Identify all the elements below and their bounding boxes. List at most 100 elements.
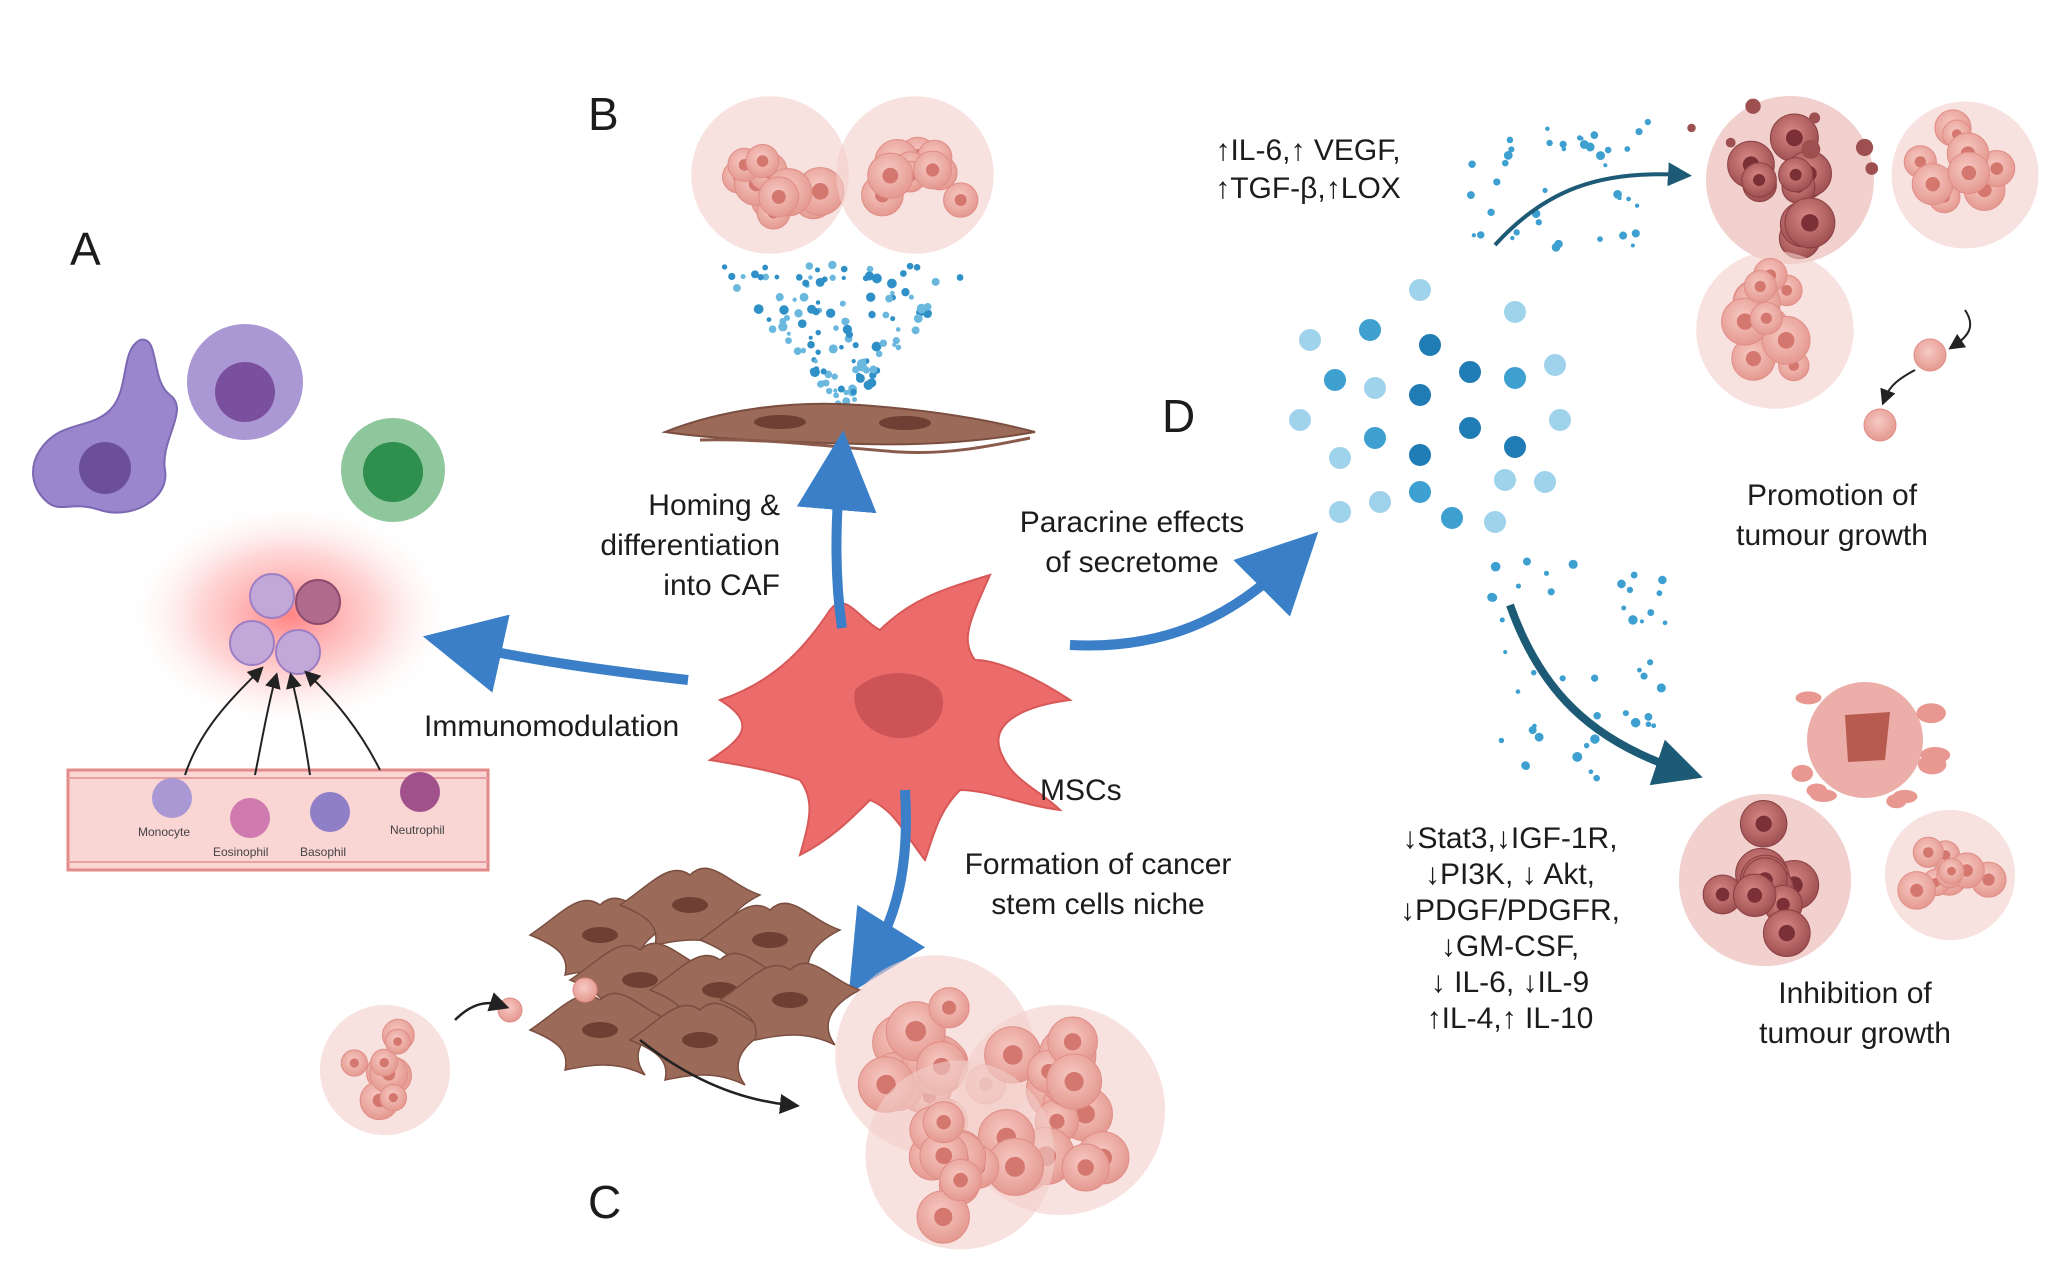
inhibition-particle (1647, 659, 1654, 666)
promotion-particle (1510, 235, 1515, 241)
promotion-particle (1630, 243, 1635, 248)
inflammation-glow (125, 500, 455, 730)
promotion-particle (1619, 231, 1628, 240)
particle (892, 342, 897, 347)
particle (794, 309, 803, 318)
secretome-molecule (1287, 407, 1313, 433)
promotion-particle (1635, 128, 1643, 136)
particle (778, 322, 788, 332)
inhibition-particle (1651, 723, 1657, 729)
vessel-label-monocyte: Monocyte (138, 825, 190, 839)
caf-cell (628, 1002, 772, 1086)
secretome-molecule (1407, 479, 1433, 505)
particle (820, 368, 827, 375)
inhibition-factors-line-5: ↓ IL-6, ↓IL-9 (1431, 966, 1589, 999)
particle (751, 270, 759, 279)
niche-label-line-2: stem cells niche (991, 888, 1204, 921)
recruited-cells-cluster (229, 573, 341, 675)
promotion-particle (1613, 190, 1622, 199)
promotion-tumor-bottom (1696, 251, 1854, 409)
tumor-cluster-left (691, 96, 849, 254)
promotion-tumor-right (1891, 101, 2039, 249)
secretome-molecule (1492, 467, 1518, 493)
debris (1725, 137, 1736, 148)
niche-label-line-1: Formation of cancer (965, 848, 1232, 881)
immunomodulation-label: Immunomodulation (424, 710, 679, 743)
particle (762, 273, 770, 281)
particle (821, 276, 828, 283)
particle (786, 331, 791, 336)
metastatic-cell (1863, 408, 1897, 442)
inhibition-particle (1503, 650, 1508, 655)
single-tumor-cell (572, 977, 598, 1003)
particle (820, 380, 826, 386)
tumor-cluster-b (691, 96, 994, 254)
particle (766, 317, 772, 322)
caf-fibroblasts-b (661, 402, 1036, 454)
promotion-particle (1493, 178, 1501, 186)
secretome-molecule (1439, 505, 1465, 531)
particle (852, 342, 859, 349)
particle (901, 288, 910, 297)
particle (779, 305, 789, 315)
particle (793, 347, 802, 356)
secretome-molecule (1297, 327, 1323, 353)
inhibition-particle (1644, 713, 1653, 721)
secretome-molecule (1322, 367, 1348, 393)
particle (899, 270, 907, 277)
inhibition-particle (1590, 734, 1600, 744)
inhibition-arrow (1506, 603, 1703, 786)
particle (869, 365, 878, 374)
metastasis-arrows (1880, 309, 1972, 406)
inhibition-tumors (1678, 682, 2016, 967)
particle (851, 358, 856, 364)
particle (913, 264, 921, 271)
inhibition-particle (1522, 557, 1532, 566)
particle (906, 262, 914, 270)
secretome-molecule (1357, 317, 1383, 343)
particle (875, 350, 883, 358)
inhibition-particle (1621, 605, 1627, 611)
inhibition-factors-line-1: ↓Stat3,↓IGF-1R, (1402, 822, 1617, 855)
particle (740, 274, 746, 280)
single-tumor-cell (497, 997, 523, 1023)
basophil-icon (310, 792, 350, 832)
inhibition-factors-line-4: ↓GM-CSF, (1441, 930, 1579, 963)
secretome-molecule (1407, 382, 1433, 408)
particle (833, 388, 838, 393)
particle (866, 265, 874, 273)
neutrophil-icon (400, 772, 440, 812)
promotion-particle (1634, 203, 1640, 208)
particle (825, 308, 836, 318)
large-tumor-bottom (865, 1060, 1055, 1250)
promotion-particle (1477, 231, 1485, 239)
inhibition-particle (1530, 669, 1537, 676)
particle (856, 361, 867, 372)
particle (815, 349, 821, 355)
promotion-particle (1597, 236, 1603, 242)
inhibition-particle (1662, 620, 1668, 626)
particle (850, 388, 857, 396)
particle (895, 344, 902, 351)
particle (871, 341, 882, 352)
particle (855, 373, 865, 383)
particle (783, 314, 791, 322)
monocyte-icon (152, 778, 192, 818)
vessel-label-neutrophil: Neutrophil (390, 823, 445, 837)
promotion-factors-line-2: ↑TGF-β,↑LOX (1215, 172, 1401, 205)
particle (911, 326, 920, 335)
particle (733, 284, 741, 292)
panel-letter-d: D (1162, 390, 1195, 442)
msc-label: MSCs (1040, 774, 1122, 807)
particle (799, 292, 809, 302)
secretome-molecule (1547, 407, 1573, 433)
particle (828, 344, 838, 354)
promotion-particle (1596, 151, 1605, 161)
particle (886, 278, 897, 289)
particle (841, 275, 846, 281)
debris (1745, 98, 1761, 114)
granulocyte-icon (187, 324, 303, 440)
particle (833, 325, 839, 331)
secretome-molecule (1542, 352, 1568, 378)
particle (840, 265, 848, 273)
